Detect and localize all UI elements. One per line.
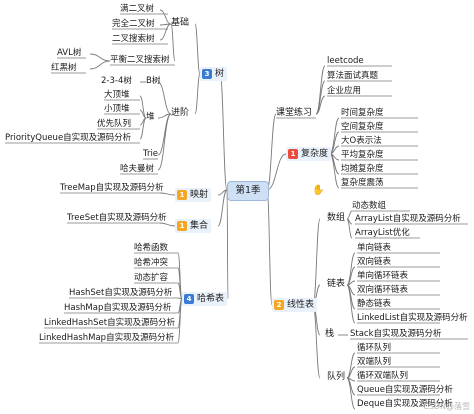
- node-dynamic-array[interactable]: 动态数组: [352, 201, 387, 211]
- node-linkedhashmap-impl[interactable]: LinkedHashMap自实现及源码分析: [39, 333, 175, 343]
- node-complexity[interactable]: 1 复杂度: [286, 147, 332, 161]
- node-treeset-impl[interactable]: TreeSet自实现及源码分析: [67, 213, 167, 223]
- node-time-complexity[interactable]: 时间复杂度: [341, 108, 384, 118]
- node-leetcode[interactable]: leetcode: [327, 56, 364, 66]
- node-map[interactable]: 1 映射: [175, 188, 212, 202]
- node-hash-label: 哈希表: [197, 294, 225, 304]
- node-min-heap[interactable]: 小顶堆: [104, 104, 130, 114]
- node-static-linked[interactable]: 静态链表: [357, 299, 392, 309]
- node-complexity-oscillation[interactable]: 复杂度震荡: [341, 178, 384, 188]
- node-hashmap-impl[interactable]: HashMap自实现及源码分析: [64, 303, 172, 313]
- node-tree-label: 树: [215, 69, 225, 79]
- node-doubly-circular[interactable]: 双向循环链表: [357, 285, 409, 295]
- node-treemap-impl[interactable]: TreeMap自实现及源码分析: [60, 183, 164, 193]
- node-queue[interactable]: 队列: [327, 372, 346, 382]
- node-basic[interactable]: 基础: [171, 18, 190, 28]
- node-advanced[interactable]: 进阶: [171, 108, 190, 118]
- priority-1-icon: 1: [177, 190, 187, 200]
- node-rbt[interactable]: 红黑树: [51, 63, 77, 73]
- node-circular-queue[interactable]: 循环队列: [357, 343, 392, 353]
- node-complexity-label: 复杂度: [301, 149, 329, 159]
- node-deque-impl[interactable]: Deque自实现及源码分析: [357, 399, 453, 409]
- node-hash-func[interactable]: 哈希函数: [134, 243, 169, 253]
- node-deque[interactable]: 双端队列: [357, 357, 392, 367]
- node-singly-linked[interactable]: 单向链表: [357, 243, 392, 253]
- node-linkedlist-impl[interactable]: LinkedList自实现及源码分析: [357, 313, 468, 323]
- priority-3-icon: 3: [202, 69, 212, 79]
- node-doubly-linked[interactable]: 双向链表: [357, 257, 392, 267]
- node-avl[interactable]: AVL树: [57, 48, 82, 58]
- node-linear-label: 线性表: [287, 300, 315, 310]
- node-pq-impl[interactable]: PriorityQueue自实现及源码分析: [5, 133, 132, 143]
- node-hashset-impl[interactable]: HashSet自实现及源码分析: [69, 288, 173, 298]
- node-arraylist-opt[interactable]: ArrayList优化: [355, 228, 410, 238]
- priority-2-icon: 2: [274, 300, 284, 310]
- center-node[interactable]: 第1季: [227, 181, 269, 201]
- node-linked-list[interactable]: 链表: [327, 279, 346, 289]
- node-circular-deque[interactable]: 循环双端队列: [357, 371, 409, 381]
- node-tree[interactable]: 3 树: [200, 67, 228, 81]
- node-set-label: 集合: [190, 221, 209, 231]
- node-stack[interactable]: 栈: [325, 329, 335, 339]
- node-max-heap[interactable]: 大顶堆: [104, 90, 130, 100]
- node-interview-questions[interactable]: 算法面试真题: [327, 71, 379, 81]
- node-trie[interactable]: Trie: [143, 149, 159, 159]
- node-complete-binary-tree[interactable]: 完全二叉树: [112, 19, 155, 29]
- node-huffman[interactable]: 哈夫曼树: [120, 164, 155, 174]
- node-priority-queue[interactable]: 优先队列: [97, 119, 132, 129]
- node-queue-impl[interactable]: Queue自实现及源码分析: [357, 385, 453, 395]
- node-linkedhashset-impl[interactable]: LinkedHashSet自实现及源码分析: [44, 318, 176, 328]
- priority-1-icon: 1: [288, 149, 298, 159]
- node-set[interactable]: 1 集合: [175, 219, 212, 233]
- node-practice[interactable]: 课堂练习: [276, 108, 313, 118]
- node-singly-circular[interactable]: 单向循环链表: [357, 271, 409, 281]
- priority-4-icon: 4: [184, 294, 194, 304]
- node-space-complexity[interactable]: 空间复杂度: [341, 122, 384, 132]
- node-average-complexity[interactable]: 平均复杂度: [341, 150, 384, 160]
- node-balanced-bst[interactable]: 平衡二叉搜索树: [110, 55, 170, 65]
- node-btree[interactable]: B树: [146, 76, 161, 86]
- watermark: CSDN@落雪: [423, 402, 470, 411]
- node-hash-collision[interactable]: 哈希冲突: [134, 258, 169, 268]
- priority-1-icon: 1: [177, 221, 187, 231]
- node-bst[interactable]: 二叉搜索树: [112, 34, 155, 44]
- node-array[interactable]: 数组: [327, 213, 346, 223]
- node-big-o[interactable]: 大O表示法: [341, 136, 382, 146]
- node-dynamic-resize[interactable]: 动态扩容: [134, 273, 169, 283]
- hand-cursor-icon: ✋: [312, 185, 325, 196]
- node-hash[interactable]: 4 哈希表: [182, 292, 228, 306]
- node-stack-impl[interactable]: Stack自实现及源码分析: [350, 329, 442, 339]
- node-234-tree[interactable]: 2-3-4树: [101, 76, 132, 86]
- node-enterprise-use[interactable]: 企业应用: [327, 86, 362, 96]
- node-map-label: 映射: [190, 190, 209, 200]
- node-arraylist-impl[interactable]: ArrayList自实现及源码分析: [355, 214, 461, 224]
- node-heap[interactable]: 堆: [146, 112, 155, 122]
- node-linear[interactable]: 2 线性表: [272, 298, 318, 312]
- node-amortized-complexity[interactable]: 均摊复杂度: [341, 164, 384, 174]
- node-full-binary-tree[interactable]: 满二叉树: [120, 4, 155, 14]
